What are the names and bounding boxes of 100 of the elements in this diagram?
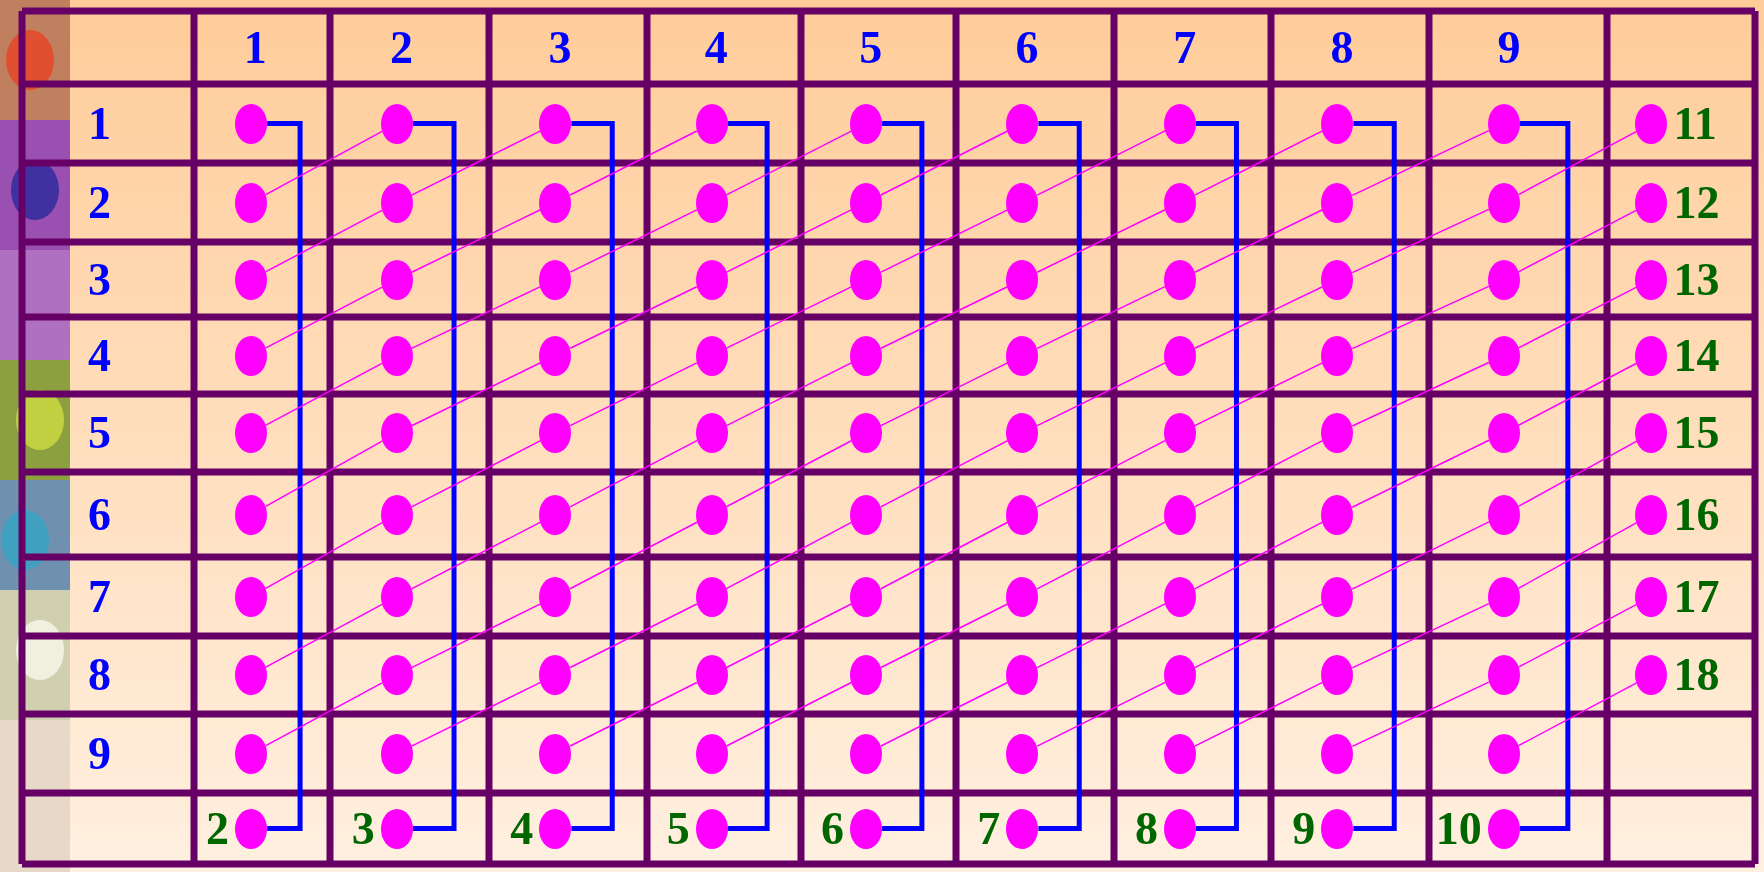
- sum-number: 14: [1673, 332, 1720, 379]
- connector-line: [1517, 682, 1638, 747]
- connector-line: [1193, 439, 1324, 508]
- connector-line: [1036, 209, 1166, 273]
- dot: [1321, 576, 1354, 617]
- dot: [235, 576, 268, 617]
- connector-line: [264, 521, 383, 590]
- dot: [1635, 494, 1668, 535]
- sum-number: 12: [1673, 179, 1720, 226]
- dot: [380, 259, 413, 300]
- connector-line: [880, 439, 1009, 508]
- connector-line: [410, 130, 542, 196]
- connector-line: [725, 286, 852, 349]
- dot: [235, 335, 268, 376]
- sum-number: 17: [1673, 573, 1720, 620]
- connector-line: [725, 603, 853, 669]
- dot: [850, 259, 883, 300]
- connector-line: [569, 521, 698, 590]
- column-number: 3: [548, 24, 572, 71]
- dot: [850, 413, 883, 453]
- column-number: 4: [704, 24, 728, 71]
- connector-line: [725, 209, 852, 273]
- connector-line: [1195, 121, 1239, 831]
- connector-line: [410, 209, 542, 273]
- dot: [695, 733, 728, 774]
- dot: [1487, 413, 1520, 453]
- dot: [850, 182, 883, 223]
- dot: [1635, 259, 1668, 300]
- connector-line: [1351, 285, 1490, 350]
- dot: [695, 259, 728, 300]
- dot: [235, 494, 268, 535]
- dot: [1487, 494, 1520, 535]
- connector-line: [264, 440, 383, 508]
- dot: [235, 655, 268, 695]
- dot: [850, 576, 883, 617]
- connector-line: [880, 681, 1009, 747]
- dot: [850, 808, 883, 849]
- dot: [380, 808, 413, 849]
- dot: [1163, 413, 1196, 453]
- connector-line: [265, 130, 383, 196]
- dot: [695, 808, 728, 849]
- connector-line: [569, 362, 698, 427]
- connector-line: [265, 603, 383, 668]
- row-number: 8: [88, 652, 111, 698]
- connector-line: [1036, 362, 1166, 427]
- connector-line: [1036, 603, 1166, 669]
- sum-number: 18: [1673, 652, 1720, 698]
- connector-line: [1194, 362, 1324, 427]
- dot: [1163, 733, 1196, 774]
- sum-number: 10: [1435, 805, 1482, 852]
- sum-number: 6: [821, 805, 845, 852]
- dot: [539, 808, 572, 849]
- connector-line: [1036, 439, 1166, 508]
- dot: [235, 413, 268, 453]
- dot: [850, 335, 883, 376]
- sum-number: 11: [1673, 100, 1717, 147]
- dot: [1321, 259, 1354, 300]
- connector-line: [880, 603, 1009, 669]
- dot: [380, 103, 413, 144]
- dot: [1635, 413, 1668, 453]
- sum-number: 13: [1673, 256, 1720, 303]
- dot: [1163, 576, 1196, 617]
- dot: [539, 733, 572, 774]
- dot: [380, 494, 413, 535]
- connector-line: [725, 362, 852, 427]
- connector-line: [1517, 286, 1638, 349]
- dot: [1163, 259, 1196, 300]
- connector-line: [1517, 209, 1638, 273]
- connector-line: [725, 681, 853, 747]
- connector-line: [569, 286, 698, 349]
- dot: [235, 808, 268, 849]
- connector-line: [880, 130, 1009, 196]
- dot: [1006, 808, 1039, 849]
- connector-line: [882, 121, 925, 831]
- row-number: 1: [88, 100, 111, 147]
- sum-number: 7: [977, 805, 1001, 852]
- dot: [539, 655, 572, 695]
- connector-line: [410, 362, 542, 427]
- dot: [1487, 576, 1520, 617]
- dot: [1163, 103, 1196, 144]
- sum-number: 3: [351, 805, 375, 852]
- connector-line: [1351, 208, 1490, 274]
- dot: [1321, 655, 1354, 695]
- dot: [1006, 259, 1039, 300]
- dot: [1163, 655, 1196, 695]
- connector-line: [1194, 130, 1324, 196]
- row-number: 2: [88, 179, 111, 226]
- connector-line: [1517, 603, 1638, 668]
- dot: [695, 494, 728, 535]
- dot: [539, 335, 572, 376]
- dot: [539, 576, 572, 617]
- connector-line: [1194, 209, 1324, 273]
- dot: [1006, 576, 1039, 617]
- connector-line: [267, 121, 303, 831]
- connector-line: [1194, 681, 1324, 747]
- connector-line: [1036, 285, 1166, 350]
- connector-line: [880, 209, 1009, 273]
- dot: [1635, 182, 1668, 223]
- row-number: 9: [88, 730, 111, 777]
- connector-line: [410, 521, 542, 590]
